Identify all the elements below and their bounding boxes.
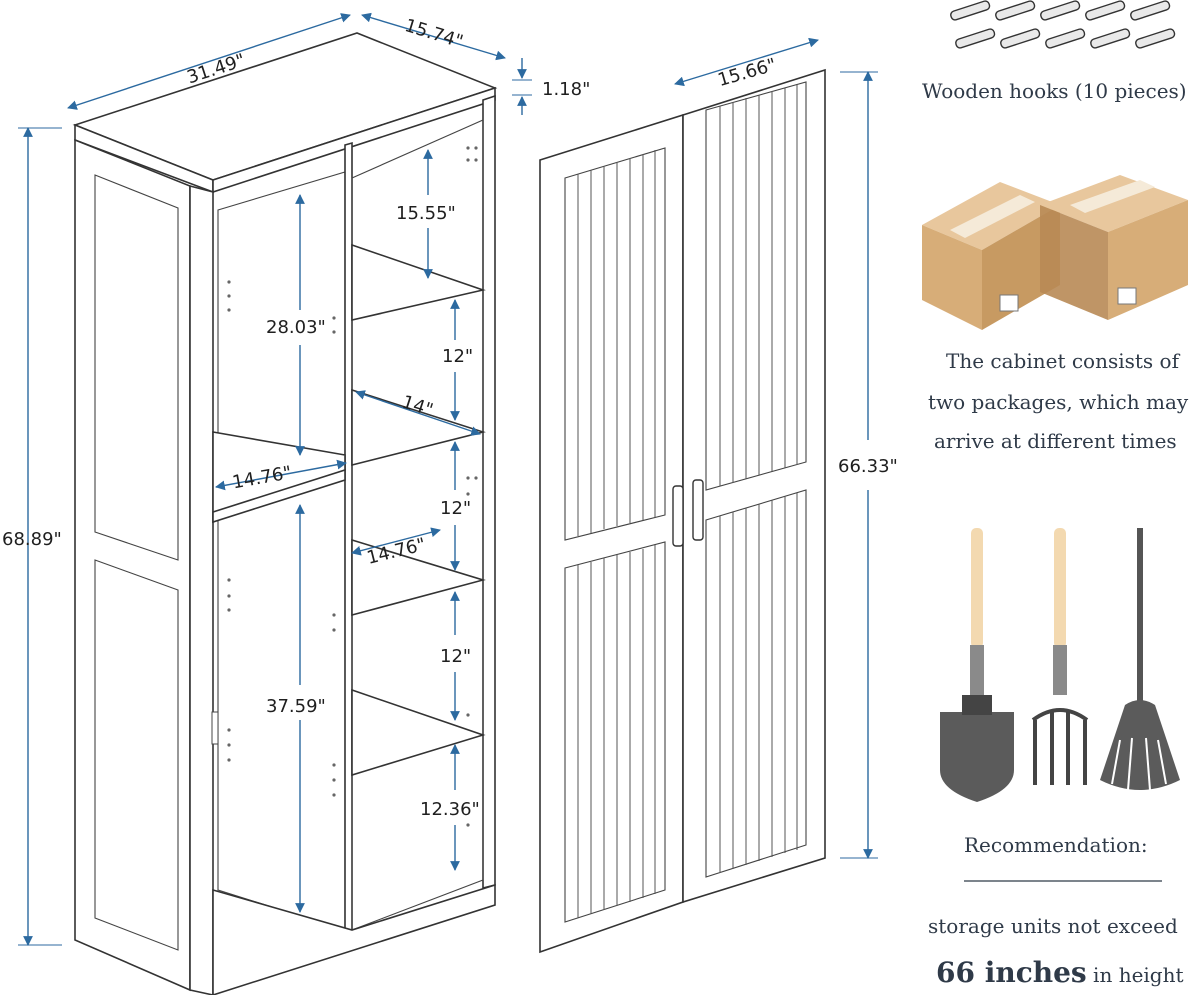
pitchfork-icon — [1031, 528, 1089, 785]
dim-depth-label: 15.74" — [402, 15, 465, 53]
recommendation-title: Recommendation: — [964, 833, 1148, 857]
wooden-hook-icon — [950, 0, 1176, 49]
cardboard-box-icon — [922, 175, 1188, 330]
dim-shelf-gap-1-label: 12" — [442, 346, 473, 367]
cabinet-dimension-lines — [18, 12, 532, 946]
door-dimension-lines — [674, 37, 878, 859]
package-line-2: two packages, which may — [928, 390, 1189, 414]
cabinet-doors — [539, 68, 826, 954]
dim-bottom-right-label: 12.36" — [420, 799, 480, 820]
recommendation-line: storage units not exceed — [928, 914, 1178, 938]
dim-shelf-gap-3-label: 12" — [440, 646, 471, 667]
door-height-label: 66.33" — [838, 456, 898, 477]
hooks-label: Wooden hooks (10 pieces) — [922, 79, 1187, 103]
recommendation-tail: in height — [1087, 963, 1184, 987]
recommendation-emphasis: 66 inches in height — [936, 956, 1184, 989]
dim-shelf-gap-2-label: 12" — [440, 498, 471, 519]
package-line-1: The cabinet consists of — [946, 349, 1181, 373]
dim-lower-left-label: 37.59" — [266, 696, 326, 717]
cabinet-body — [72, 32, 498, 995]
dim-upper-left-label: 28.03" — [266, 317, 326, 338]
recommendation-big: 66 inches — [936, 956, 1087, 989]
dim-top-thickness-label: 1.18" — [542, 79, 590, 100]
dim-top-right-label: 15.55" — [396, 203, 456, 224]
dim-height-label: 68.89" — [2, 529, 62, 550]
door-width-label: 15.66" — [715, 54, 778, 91]
shovel-icon — [940, 528, 1014, 802]
package-line-3: arrive at different times — [934, 429, 1177, 453]
broom-icon — [1100, 528, 1180, 791]
